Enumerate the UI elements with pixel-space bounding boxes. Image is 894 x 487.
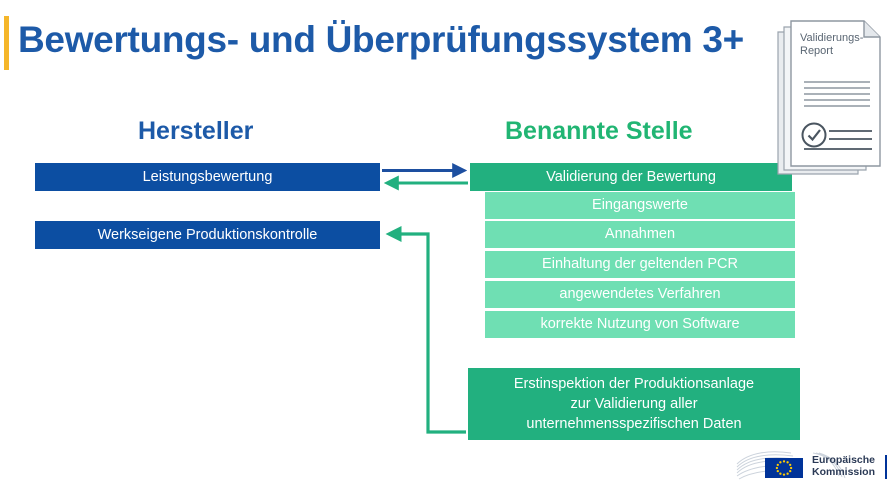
- arrow-erstinspektion-to-wpk: [385, 226, 466, 434]
- document-icon-label: Validierungs- Report: [800, 32, 876, 58]
- document-label-line-1: Validierungs-: [800, 32, 864, 44]
- eu-commission-label: Europäische Kommission: [812, 454, 888, 478]
- list-item[interactable]: Einhaltung der geltenden PCR: [485, 251, 795, 278]
- list-item[interactable]: Annahmen: [485, 221, 795, 248]
- eu-commission-logo: [736, 451, 887, 480]
- page-title: Bewertungs- und Überprüfungssystem 3+: [18, 19, 744, 60]
- validation-report-document-icon: [777, 20, 881, 175]
- list-item[interactable]: angewendetes Verfahren: [485, 281, 795, 308]
- title-accent-bar: [4, 16, 9, 70]
- erstinspektion-line-1: Erstinspektion der Produktionsanlage: [513, 376, 755, 392]
- document-label-line-2: Report: [800, 45, 834, 57]
- box-validierung-der-bewertung[interactable]: Validierung der Bewertung: [470, 163, 792, 191]
- list-item[interactable]: korrekte Nutzung von Software: [485, 311, 795, 338]
- column-heading-manufacturer: Hersteller: [138, 117, 254, 145]
- list-item[interactable]: Eingangswerte: [485, 192, 795, 219]
- erstinspektion-line-3: unternehmensspezifischen Daten: [526, 416, 742, 432]
- box-leistungsbewertung[interactable]: Leistungsbewertung: [35, 163, 380, 191]
- column-heading-notified-body: Benannte Stelle: [505, 117, 693, 145]
- box-erstinspektion[interactable]: Erstinspektion der Produktionsanlage zur…: [468, 368, 800, 440]
- eu-label-line-2: Kommission: [812, 466, 876, 478]
- box-werkseigene-produktionskontrolle[interactable]: Werkseigene Produktionskontrolle: [35, 221, 380, 249]
- eu-label-line-1: Europäische: [812, 454, 876, 466]
- erstinspektion-line-2: zur Validierung aller: [570, 396, 698, 412]
